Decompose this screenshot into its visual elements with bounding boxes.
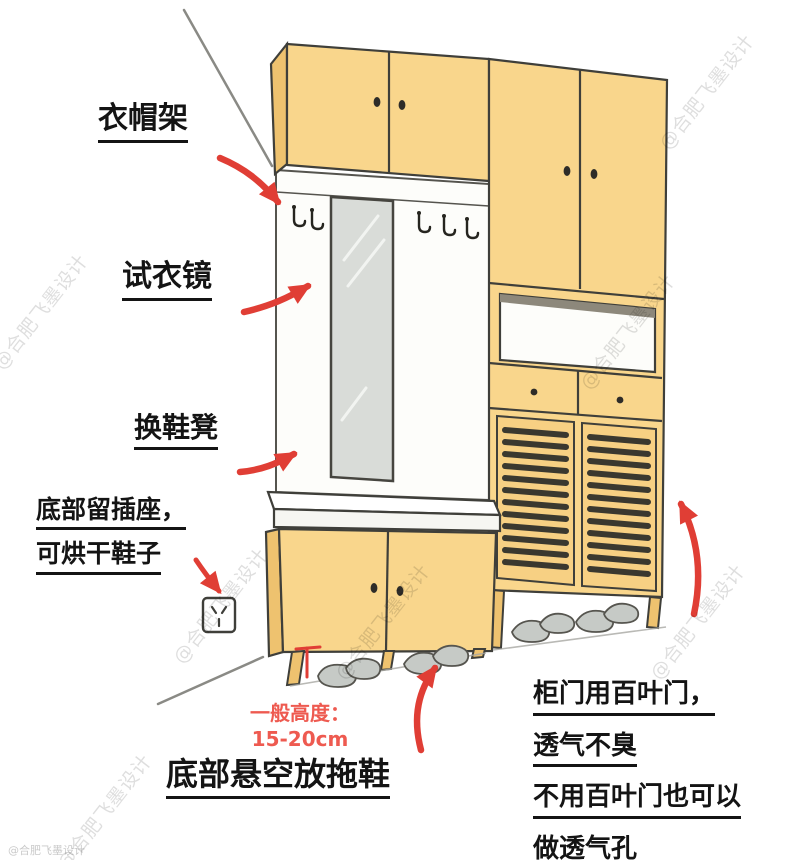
arrow-louver [677, 500, 702, 618]
bottom-slippers-text: 底部悬空放拖鞋 [166, 754, 391, 799]
louver-doors [496, 414, 657, 593]
bench-cabinet [264, 527, 498, 658]
annotation-arrows [193, 154, 702, 754]
fitting-mirror [329, 195, 395, 483]
louver-note-line1: 柜门用百叶门， [533, 678, 716, 716]
power-socket-icon [201, 596, 237, 634]
label-coat-rack: 衣帽架 [98, 100, 188, 143]
wall-lines [156, 8, 274, 706]
label-shoe-bench: 换鞋凳 [134, 410, 219, 450]
arrow-slippers [413, 664, 439, 754]
label-bottom-slippers: 底部悬空放拖鞋 [166, 754, 391, 799]
socket-note-line1: 底部留插座， [36, 494, 187, 531]
socket-note-line2: 可烘干鞋子 [36, 538, 162, 575]
shoe-bench-text: 换鞋凳 [134, 410, 219, 450]
fitting-mirror-text: 试衣镜 [122, 258, 212, 301]
arrow-coat-rack [216, 154, 282, 206]
shoes [317, 602, 640, 688]
label-louver-note: 柜门用百叶门， 透气不臭 不用百叶门也可以 做透气孔 [533, 678, 742, 860]
watermark-small: @合肥飞墨设计 [8, 844, 85, 857]
height-note-line1: 一般高度： [250, 701, 350, 725]
arrow-mirror [240, 282, 312, 316]
bench-seat [266, 490, 502, 533]
louver-slats [502, 427, 651, 577]
arrow-socket [193, 557, 222, 595]
label-socket-note: 底部留插座， 可烘干鞋子 [36, 494, 187, 575]
louver-note-line4: 做透气孔 [533, 833, 637, 860]
louver-note-line3: 不用百叶门也可以 [533, 781, 742, 819]
label-height-note: 一般高度： 15-20cm [240, 700, 360, 752]
coat-hooks [292, 205, 480, 240]
top-cabinet [269, 40, 491, 183]
arrow-bench [236, 450, 298, 476]
height-note-line2: 15-20cm [251, 727, 349, 751]
louver-note-line2: 透气不臭 [533, 730, 638, 767]
label-fitting-mirror: 试衣镜 [122, 258, 212, 301]
height-dimension-mark [294, 645, 322, 679]
coat-rack-text: 衣帽架 [98, 100, 188, 143]
